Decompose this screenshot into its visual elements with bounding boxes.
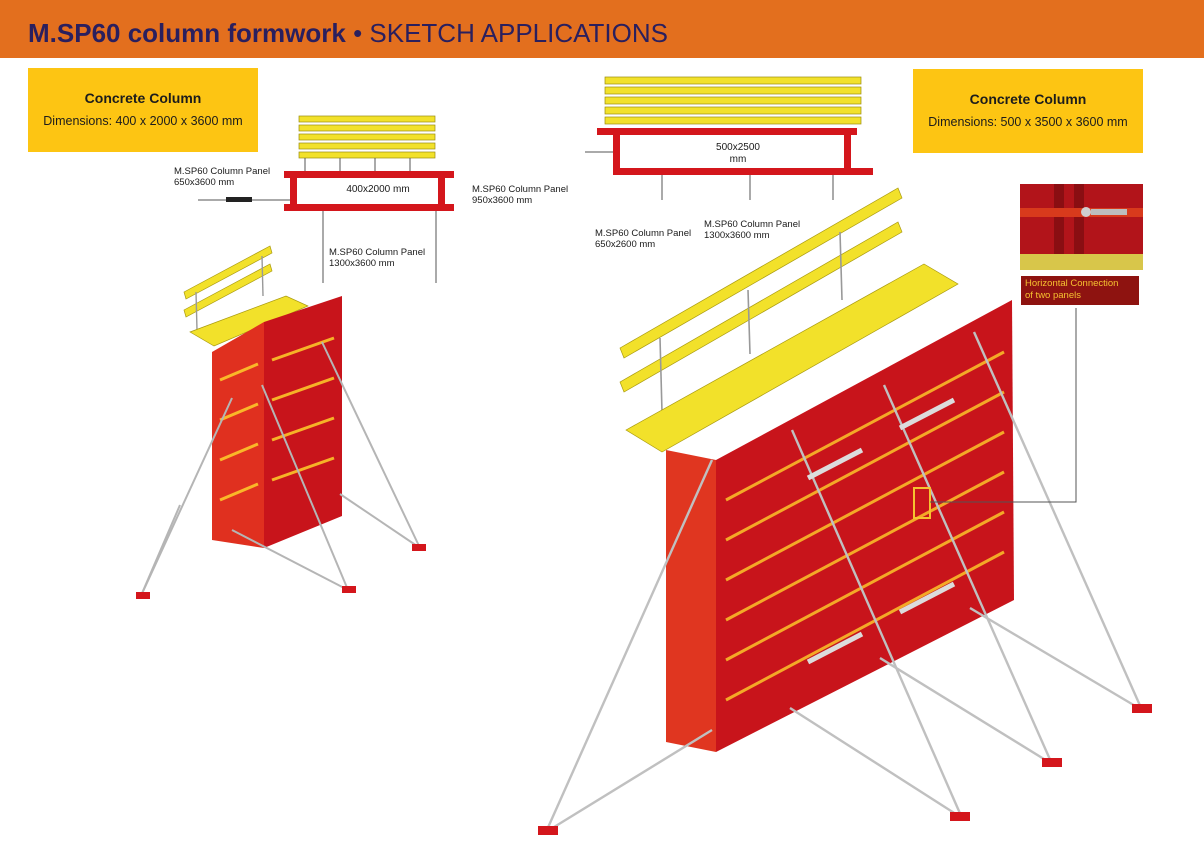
right-tie-rods bbox=[806, 397, 956, 665]
right-box-dimensions: Dimensions: 500 x 3500 x 3600 mm bbox=[928, 115, 1128, 129]
right-panel-a-size: 650x2600 mm bbox=[595, 239, 656, 250]
right-plan-center-dim-line1: 500x2500 bbox=[716, 142, 760, 153]
right-plan-frame bbox=[597, 128, 873, 175]
left-box-dimensions: Dimensions: 400 x 2000 x 3600 mm bbox=[43, 114, 243, 128]
left-plan-frame bbox=[284, 171, 454, 211]
left-panel-a-name: M.SP60 Column Panel bbox=[174, 166, 271, 177]
page-title-subtitle: • SKETCH APPLICATIONS bbox=[345, 18, 668, 48]
right-panel-a-name: M.SP60 Column Panel bbox=[595, 228, 692, 239]
right-panel-b-size: 1300x3600 mm bbox=[704, 230, 770, 241]
right-column-formwork-3d bbox=[538, 187, 1152, 835]
left-column-face-side bbox=[264, 296, 342, 548]
right-plan-center-dimension: 500x2500 mm bbox=[706, 142, 770, 166]
right-column-face-front bbox=[666, 450, 716, 752]
callout-connector bbox=[930, 308, 1077, 503]
left-box-title: Concrete Column bbox=[84, 90, 202, 106]
left-panel-c-name: M.SP60 Column Panel bbox=[329, 247, 426, 258]
left-push-pull-props bbox=[139, 341, 421, 599]
page-title-bold: M.SP60 column formwork bbox=[28, 18, 346, 48]
connection-highlight-box bbox=[913, 487, 931, 519]
right-box-title: Concrete Column bbox=[969, 91, 1087, 107]
right-plan-view bbox=[585, 76, 873, 200]
left-guardrail bbox=[183, 245, 273, 318]
right-panel-a-label: M.SP60 Column Panel 650x2600 mm bbox=[595, 228, 691, 250]
callout-line-2: of two panels bbox=[1025, 290, 1081, 301]
left-column-info-box: Concrete Column Dimensions: 400 x 2000 x… bbox=[28, 68, 258, 152]
left-panel-a-size: 650x3600 mm bbox=[174, 177, 235, 188]
right-push-pull-props bbox=[544, 331, 1144, 834]
left-panel-b-size: 950x3600 mm bbox=[472, 195, 533, 206]
right-panel-b-name: M.SP60 Column Panel bbox=[704, 219, 801, 230]
left-plan-view bbox=[198, 115, 454, 283]
right-column-face-side bbox=[716, 300, 1014, 752]
callout-line-1: Horizontal Connection bbox=[1025, 278, 1119, 289]
left-plan-center-dimension: 400x2000 mm bbox=[346, 184, 410, 195]
right-work-deck bbox=[625, 263, 959, 453]
connection-callout-label: Horizontal Connection of two panels bbox=[1021, 276, 1139, 305]
right-guardrail bbox=[619, 187, 903, 393]
right-panel-b-label: M.SP60 Column Panel 1300x3600 mm bbox=[704, 219, 800, 241]
left-plan-prop-head bbox=[226, 197, 252, 202]
left-panel-c-label: M.SP60 Column Panel 1300x3600 mm bbox=[329, 247, 425, 269]
right-column-info-box: Concrete Column Dimensions: 500 x 3500 x… bbox=[913, 69, 1143, 153]
left-panel-b-name: M.SP60 Column Panel bbox=[472, 184, 569, 195]
page-title: M.SP60 column formwork • SKETCH APPLICAT… bbox=[28, 18, 668, 49]
right-plan-deck bbox=[604, 76, 862, 125]
left-column-face-front bbox=[212, 322, 264, 548]
left-work-deck bbox=[189, 295, 309, 347]
left-panel-a-label: M.SP60 Column Panel 650x3600 mm bbox=[174, 166, 270, 188]
left-plan-deck bbox=[298, 115, 436, 159]
left-panel-c-size: 1300x3600 mm bbox=[329, 258, 395, 269]
page-header: M.SP60 column formwork • SKETCH APPLICAT… bbox=[0, 0, 1204, 58]
left-column-formwork-3d bbox=[136, 245, 426, 599]
connection-detail-inset bbox=[1020, 184, 1143, 270]
right-plan-center-dim-line2: mm bbox=[729, 154, 747, 165]
left-panel-b-label: M.SP60 Column Panel 950x3600 mm bbox=[472, 184, 568, 206]
